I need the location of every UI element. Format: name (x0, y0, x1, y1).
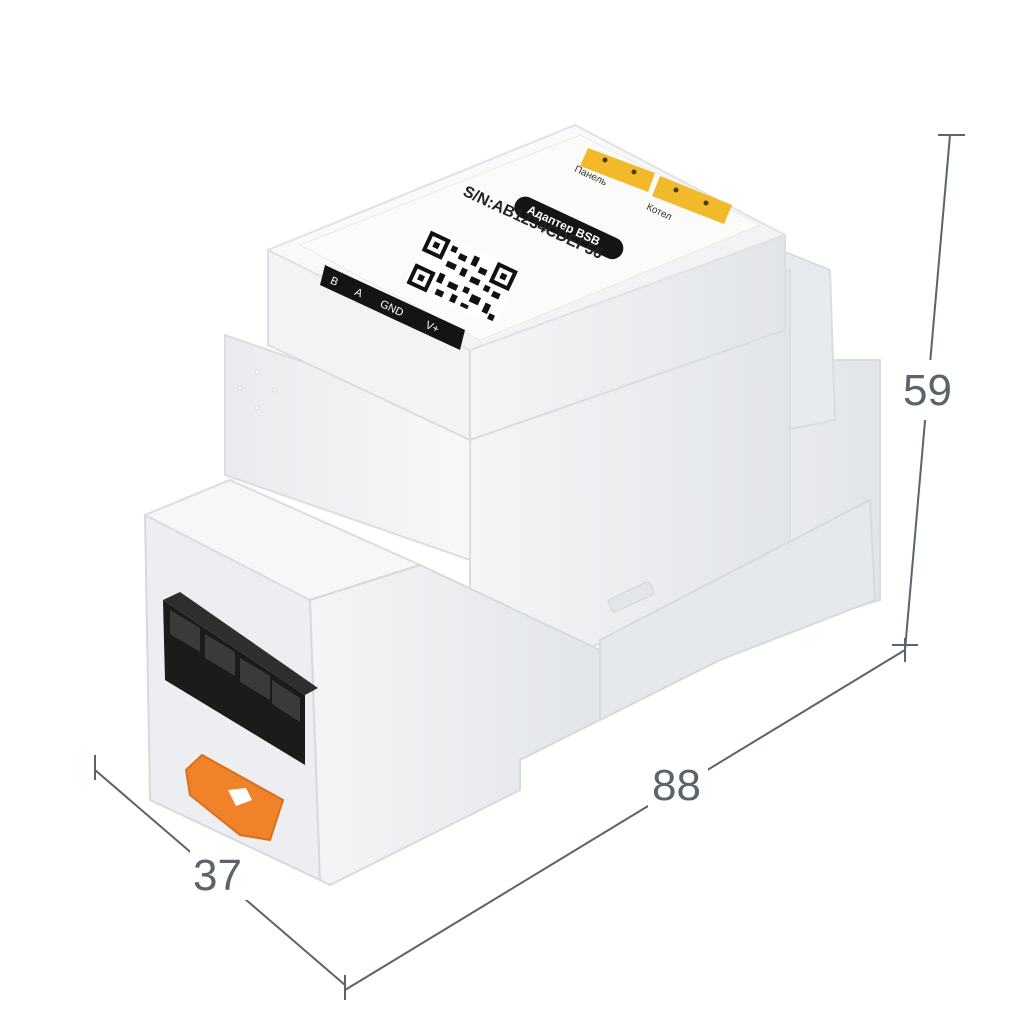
dim-length-label-bg (648, 760, 708, 810)
boiler-connector-pin (673, 187, 679, 193)
pin-label-vplus: V+ (423, 319, 441, 336)
dim-depth-label: 37 (193, 851, 242, 900)
dim-length-label: 88 (652, 761, 701, 810)
pin-strip (320, 265, 465, 350)
din-rail-device: B A GND V+ Адаптер BSB S/N:AB1234CDEF56 (142, 123, 881, 887)
terminal-block (163, 592, 318, 765)
panel-connector-pin (602, 157, 608, 163)
qr-code-icon (403, 228, 521, 327)
pin-label-b: B (328, 275, 340, 289)
dim-height-label: 59 (903, 366, 952, 415)
panel-connector-pin (631, 169, 637, 175)
boiler-connector-pin (703, 200, 709, 206)
housing-front-right (308, 563, 601, 887)
housing-slot (607, 581, 655, 613)
panel-connector (580, 148, 655, 192)
dim-depth-label-bg (190, 850, 248, 900)
status-led-icon (237, 369, 278, 411)
din-clip (184, 753, 285, 842)
dim-length-line (344, 649, 906, 991)
boiler-connector (652, 176, 732, 224)
dim-height-label-bg (893, 360, 963, 420)
housing-bottom-rail (599, 498, 877, 722)
